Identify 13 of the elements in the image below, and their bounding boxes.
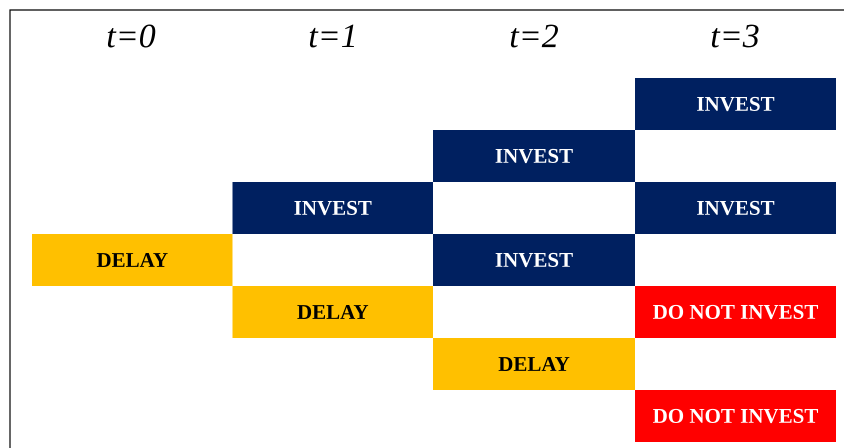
decision-box: INVEST [433,130,635,182]
decision-box: DELAY [433,338,635,390]
decision-box: DO NOT INVEST [635,286,836,338]
decision-box: INVEST [433,234,635,286]
decision-box: DO NOT INVEST [635,390,836,442]
decision-box: INVEST [232,182,433,234]
decision-box: DELAY [232,286,433,338]
decision-box: INVEST [635,182,836,234]
time-label: t=0 [108,24,156,48]
decision-box: INVEST [635,78,836,130]
decision-box: DELAY [32,234,232,286]
time-label: t=2 [510,24,558,48]
time-label: t=1 [310,24,354,48]
